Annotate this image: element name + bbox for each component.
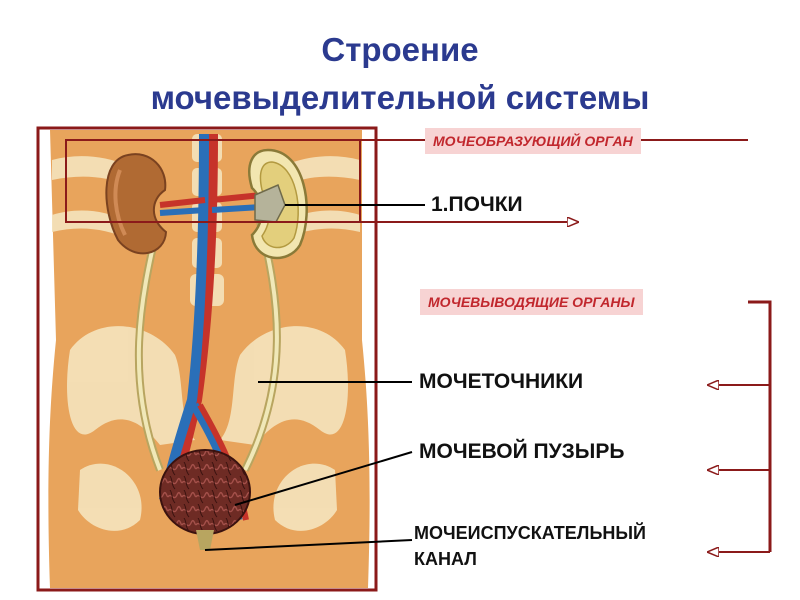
label-urethra-line2: КАНАЛ (414, 549, 477, 569)
urethra-pointer (204, 539, 413, 551)
label-kidneys: 1.ПОЧКИ (431, 193, 523, 216)
label-urethra-line1: МОЧЕИСПУСКАТЕЛЬНЫЙ (414, 523, 646, 543)
label-bladder: МОЧЕВОЙ ПУЗЫРЬ (419, 440, 625, 463)
label-ureters: МОЧЕТОЧНИКИ (419, 370, 584, 393)
excretory-bracket (748, 300, 772, 552)
page-title-line2: мочевыделительной системы (150, 79, 650, 116)
category-urine-excreting: МОЧЕВЫВОДЯЩИЕ ОРГАНЫ (420, 289, 643, 315)
skeleton (52, 134, 360, 531)
kidney-highlight-box (65, 139, 361, 223)
page-title-line1: Строение (321, 31, 479, 68)
category-urine-forming: МОЧЕОБРАЗУЮЩИЙ ОРГАН (425, 128, 641, 154)
bladder-pointer (234, 451, 413, 506)
urethra (196, 530, 214, 550)
bladder (159, 449, 251, 535)
label-urethra: МОЧЕИСПУСКАТЕЛЬНЫЙ КАНАЛ (414, 520, 646, 572)
